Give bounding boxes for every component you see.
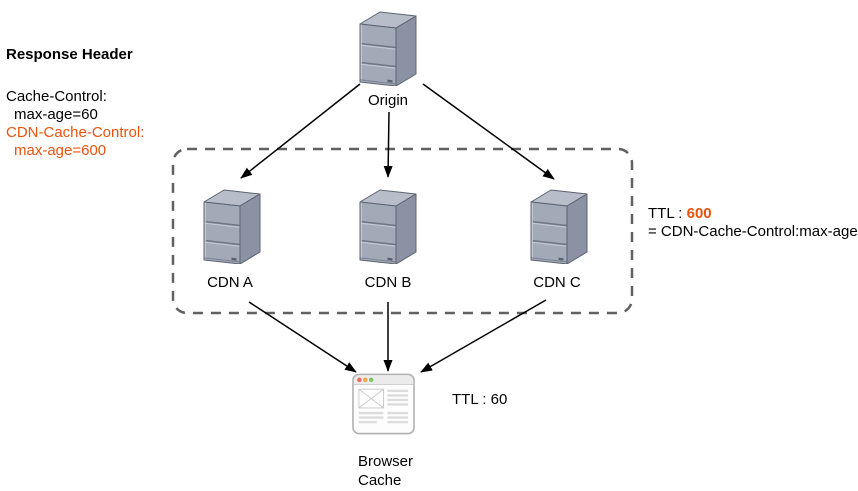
cdn-ttl-line2: = CDN-Cache-Control:max-age [648,223,858,240]
cdn-ttl-prefix: TTL : [648,205,687,222]
header-line-max-age-600: max-age=600 [14,142,107,159]
cdn-c-label: CDN C [533,274,581,291]
origin-label: Origin [367,92,408,109]
server-icon [356,2,420,86]
browser-label-line2: Cache [358,472,402,489]
header-line-cdn-cache-control: CDN-Cache-Control: [6,124,145,141]
arrow-origin-to-cdn-b [383,111,393,178]
arrow-origin-to-cdn-c [422,83,555,180]
cdn-b-label: CDN B [364,274,412,291]
arrow-cdn-c-to-browser [420,299,547,373]
header-line-max-age-60: max-age=60 [14,106,98,123]
header-line-cache-control: Cache-Control: [6,88,107,105]
arrow-origin-to-cdn-a [240,83,361,179]
server-icon [200,180,264,264]
server-icon [356,180,420,264]
server-icon [527,180,591,264]
response-header-lines: Cache-Control: max-age=60 CDN-Cache-Cont… [6,88,144,160]
cdn-ttl-value: 600 [686,205,712,222]
cdn-a-label: CDN A [207,274,253,291]
cdn-ttl-line1: TTL : 600 [648,205,858,223]
browser-label-line1: Browser [358,453,414,470]
cdn-ttl-annotation: TTL : 600 = CDN-Cache-Control:max-age [648,205,858,241]
arrow-cdn-a-to-browser [248,301,357,373]
response-header-title: Response Header [6,46,133,63]
arrows-group [240,83,555,373]
browser-ttl-annotation: TTL : 60 [452,391,508,408]
browser-cache-label: Browser Cache [358,452,413,490]
browser-window-icon [352,373,415,435]
